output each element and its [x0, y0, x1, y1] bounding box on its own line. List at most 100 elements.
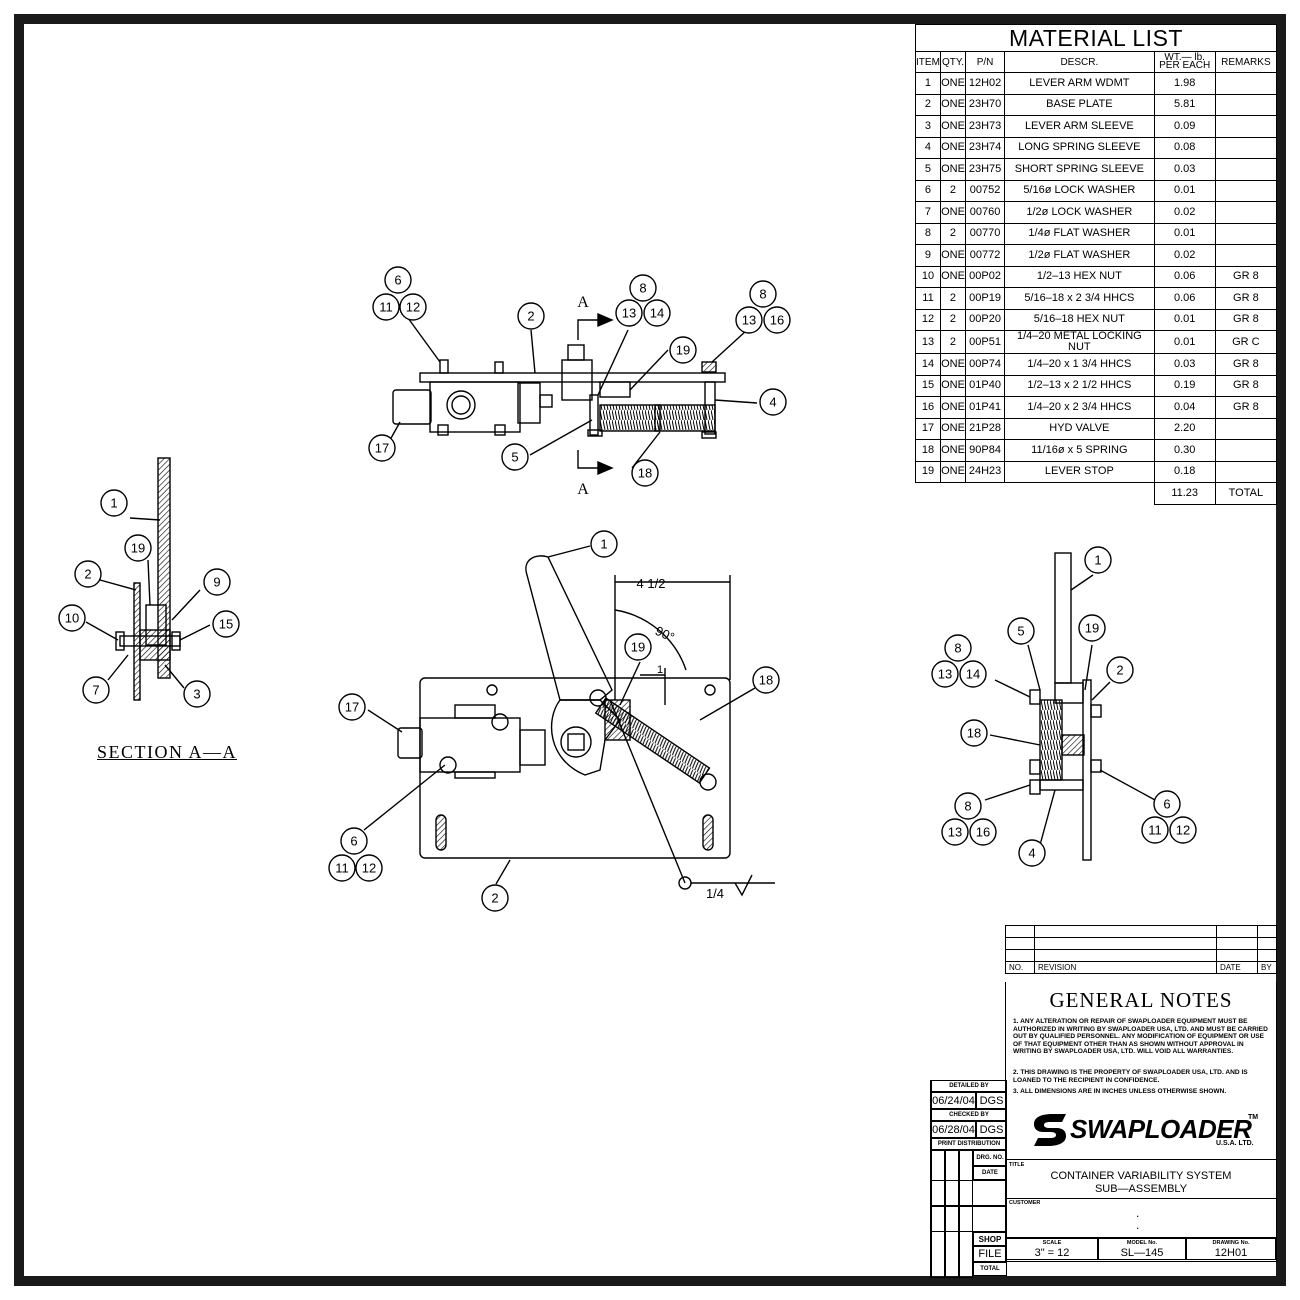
balloon-label: 18: [638, 466, 652, 481]
customer-mark-2: .: [1136, 1218, 1140, 1232]
balloon-circle: [749, 280, 777, 308]
balloon-circle: [615, 299, 643, 327]
balloon-label: 6: [394, 273, 401, 288]
balloon-circle: [384, 266, 412, 294]
balloon-circle: [1007, 617, 1035, 645]
file-label: FILE: [973, 1246, 1007, 1262]
cell-remarks: [1214, 93, 1278, 116]
logo-text: SWAPLOADER: [1070, 1114, 1252, 1144]
balloon-circle: [590, 530, 618, 558]
balloon-circle: [355, 854, 383, 882]
balloon-circle: [212, 610, 240, 638]
cell-remarks: [1214, 72, 1278, 95]
balloon-circle: [960, 719, 988, 747]
balloon-label: 8: [954, 641, 961, 656]
date-label: DATE: [973, 1166, 1007, 1180]
balloon-label: 17: [375, 441, 389, 456]
side-view: [984, 552, 1156, 861]
balloon-label: 5: [511, 450, 518, 465]
balloon-label: 19: [1085, 621, 1099, 636]
balloon-circle: [763, 306, 791, 334]
front-view: [363, 545, 775, 897]
balloon-label: 8: [964, 799, 971, 814]
col-qty: QTY.: [939, 51, 967, 73]
rev-revision: REVISION: [1034, 961, 1217, 974]
balloon-label: 1: [110, 496, 117, 511]
balloon-circle: [669, 336, 697, 364]
model-label: MODEL No.: [1126, 1240, 1158, 1246]
balloon-circle: [501, 443, 529, 471]
col-descr: DESCR.: [1004, 51, 1155, 73]
balloon-label: 19: [631, 640, 645, 655]
balloon-label: 6: [1163, 797, 1170, 812]
balloon-circle: [1106, 656, 1134, 684]
model-value: SL—145: [1120, 1247, 1164, 1259]
cell-item: 19: [915, 460, 941, 483]
cell-descr: 1/4–20 METAL LOCKING NUT: [1004, 330, 1155, 354]
company-logo: SWAPLOADER TM U.S.A. LTD.: [1030, 1110, 1270, 1150]
balloon-label: 7: [92, 683, 99, 698]
balloon-circle: [58, 604, 86, 632]
cell-remarks: GR C: [1214, 330, 1278, 354]
balloon-circle: [124, 534, 152, 562]
balloon-label: 17: [345, 700, 359, 715]
customer-box: CUSTOMER . .: [1005, 1198, 1277, 1238]
drawing-no-label: DRAWING No.: [1212, 1240, 1250, 1246]
balloon-label: 1: [1094, 553, 1101, 568]
balloon-label: 5: [1017, 624, 1024, 639]
note-3: 3. ALL DIMENSIONS ARE IN INCHES UNLESS O…: [1013, 1088, 1227, 1095]
dim-offset: 1: [657, 664, 663, 676]
balloon-label: 2: [491, 891, 498, 906]
balloon-circle: [100, 489, 128, 517]
balloon-label: 13: [948, 825, 962, 840]
balloon-label: 1: [600, 537, 607, 552]
balloon-label: 2: [527, 309, 534, 324]
scale-label: SCALE: [1042, 1240, 1062, 1246]
scale-box: SCALE 3" = 12 MODEL No. SL—145 DRAWING N…: [1005, 1238, 1277, 1262]
checked-by-label: CHECKED BY: [931, 1109, 1007, 1121]
shop-label: SHOP: [973, 1232, 1007, 1246]
rev-no: NO.: [1005, 961, 1035, 974]
balloon-label: 19: [131, 541, 145, 556]
logo-sub: U.S.A. LTD.: [1216, 1140, 1254, 1147]
approval-block: DETAILED BY 06/24/04 DGS CHECKED BY 06/2…: [930, 1080, 1007, 1278]
balloon-circle: [1018, 839, 1046, 867]
balloon-circle: [1169, 816, 1197, 844]
balloon-label: 14: [966, 667, 980, 682]
title-line-2: SUB—ASSEMBLY: [1094, 1183, 1188, 1195]
balloon-circle: [959, 660, 987, 688]
balloon-circle: [969, 818, 997, 846]
print-distribution-label: PRINT DISTRIBUTION: [931, 1138, 1007, 1150]
balloon-circle: [340, 827, 368, 855]
scale-value: 3" = 12: [1034, 1247, 1070, 1259]
balloon-circle: [629, 274, 657, 302]
note-2: 2. THIS DRAWING IS THE PROPERTY OF SWAPL…: [1013, 1069, 1248, 1084]
balloon-label: 12: [406, 300, 420, 315]
balloon-label: 8: [759, 287, 766, 302]
balloon-circle: [368, 434, 396, 462]
note-1: 1. ANY ALTERATION OR REPAIR OF SWAPLOADE…: [1013, 1018, 1268, 1056]
title-label: TITLE: [1009, 1162, 1025, 1168]
balloon-circle: [1153, 790, 1181, 818]
balloon-circle: [74, 560, 102, 588]
col-remarks: REMARKS: [1214, 51, 1278, 73]
balloon-label: 19: [676, 343, 690, 358]
customer-label: CUSTOMER: [1009, 1200, 1041, 1206]
balloon-circle: [372, 293, 400, 321]
general-notes-title: GENERAL NOTES: [1049, 988, 1233, 1012]
balloon-circle: [931, 660, 959, 688]
drawing-no-value: 12H01: [1214, 1247, 1248, 1259]
section-marker-top: A: [577, 294, 589, 311]
balloon-label: 14: [650, 306, 664, 321]
balloon-circle: [735, 306, 763, 334]
